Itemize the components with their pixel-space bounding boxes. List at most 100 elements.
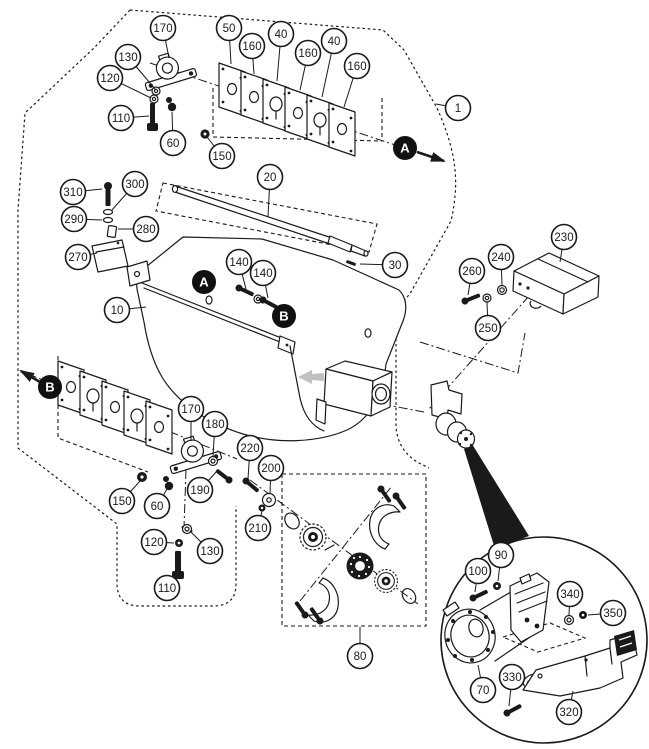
svg-text:70: 70 [477,685,490,697]
axis-bearing-lower [183,469,187,528]
pin-30 [346,260,356,266]
bolt-260 [460,291,482,306]
callout-1: 1 [435,94,472,122]
callout-280: 280 [118,215,160,243]
svg-text:200: 200 [261,463,280,475]
callout-270: 270 [64,243,98,271]
callout-10: 10 [103,296,147,324]
svg-text:80: 80 [354,651,367,663]
motor-70 [442,572,550,664]
callout-40: 40 [267,20,295,82]
svg-text:50: 50 [223,23,236,35]
svg-text:140: 140 [253,268,272,280]
callout-220: 220 [236,434,264,480]
svg-text:170: 170 [181,404,200,416]
hardware-coupling-input [241,476,277,512]
svg-text:160: 160 [347,61,366,73]
svg-text:120: 120 [144,537,163,549]
svg-text:300: 300 [125,179,144,191]
svg-text:B: B [279,309,288,324]
svg-text:280: 280 [136,224,155,236]
callout-80: 80 [346,627,374,670]
hardware-left-stack [91,182,129,273]
callout-350: 350 [587,599,627,627]
callout-150: 150 [108,480,141,515]
shaft [171,185,369,266]
svg-text:B: B [45,380,54,395]
plate-row-bottom [57,360,173,455]
callout-70: 70 [469,664,497,704]
clamp-upper [369,504,401,550]
bracket-320 [522,630,638,697]
detail-view [442,572,638,718]
callout-120: 120 [140,528,175,556]
callout-160: 160 [294,39,322,91]
callout-170: 170 [177,395,205,441]
svg-text:110: 110 [112,113,130,125]
section-marker-a: A [393,136,446,163]
callout-130: 130 [189,530,224,565]
svg-text:170: 170 [153,23,172,35]
svg-text:130: 130 [118,52,137,64]
callout-130: 130 [114,43,156,90]
svg-text:120: 120 [100,73,119,85]
callout-100: 100 [464,557,492,593]
hardware-top-left [147,86,210,139]
callout-90: 90 [487,541,515,582]
parts-artwork [57,46,648,744]
svg-text:A: A [199,275,209,290]
callout-30: 30 [359,251,409,279]
coupling-assembly [284,484,417,626]
svg-text:180: 180 [205,419,224,431]
svg-text:260: 260 [462,266,481,278]
callout-20: 20 [256,163,284,218]
svg-text:210: 210 [248,523,267,535]
svg-text:320: 320 [559,707,578,719]
svg-text:160: 160 [298,48,317,60]
svg-text:100: 100 [468,566,487,578]
callout-120: 120 [96,64,152,99]
pump-assembly [430,380,476,449]
svg-text:130: 130 [200,546,219,558]
callout-140: 140 [249,259,277,299]
svg-text:40: 40 [328,36,341,48]
svg-text:60: 60 [151,501,164,513]
callout-300: 300 [111,170,149,211]
axis-coupling-cross [299,485,393,602]
callout-320: 320 [555,690,583,726]
svg-text:330: 330 [502,672,521,684]
callout-340: 340 [556,580,584,616]
callout-190: 190 [186,470,218,504]
svg-text:140: 140 [229,257,248,269]
svg-text:60: 60 [167,138,180,150]
svg-text:1: 1 [455,103,461,115]
callout-170: 170 [149,14,177,59]
svg-text:110: 110 [158,583,176,595]
shaft-frame [155,182,378,253]
deflector-270 [91,239,129,273]
callout-160: 160 [238,32,266,75]
svg-text:40: 40 [275,29,288,41]
svg-text:150: 150 [212,151,231,163]
section-marker-b: B [19,369,62,399]
hardware-bottom-left [137,455,234,579]
callout-50: 50 [215,14,243,65]
callout-140: 140 [225,248,253,290]
callout-180: 180 [201,410,229,457]
svg-text:190: 190 [190,485,209,497]
svg-text:350: 350 [603,608,622,620]
detail-pointer-wedge [464,444,529,549]
callout-110: 110 [107,104,150,132]
callout-240: 240 [487,243,515,286]
callout-330: 330 [498,663,526,707]
callout-260: 260 [458,257,486,296]
callout-110: 110 [153,574,181,602]
callout-160: 160 [343,52,371,108]
svg-text:270: 270 [68,252,87,264]
svg-text:340: 340 [560,589,579,601]
svg-text:A: A [400,141,410,156]
svg-text:230: 230 [554,232,573,244]
section-marker-b: B [272,304,296,328]
svg-text:10: 10 [111,305,124,317]
